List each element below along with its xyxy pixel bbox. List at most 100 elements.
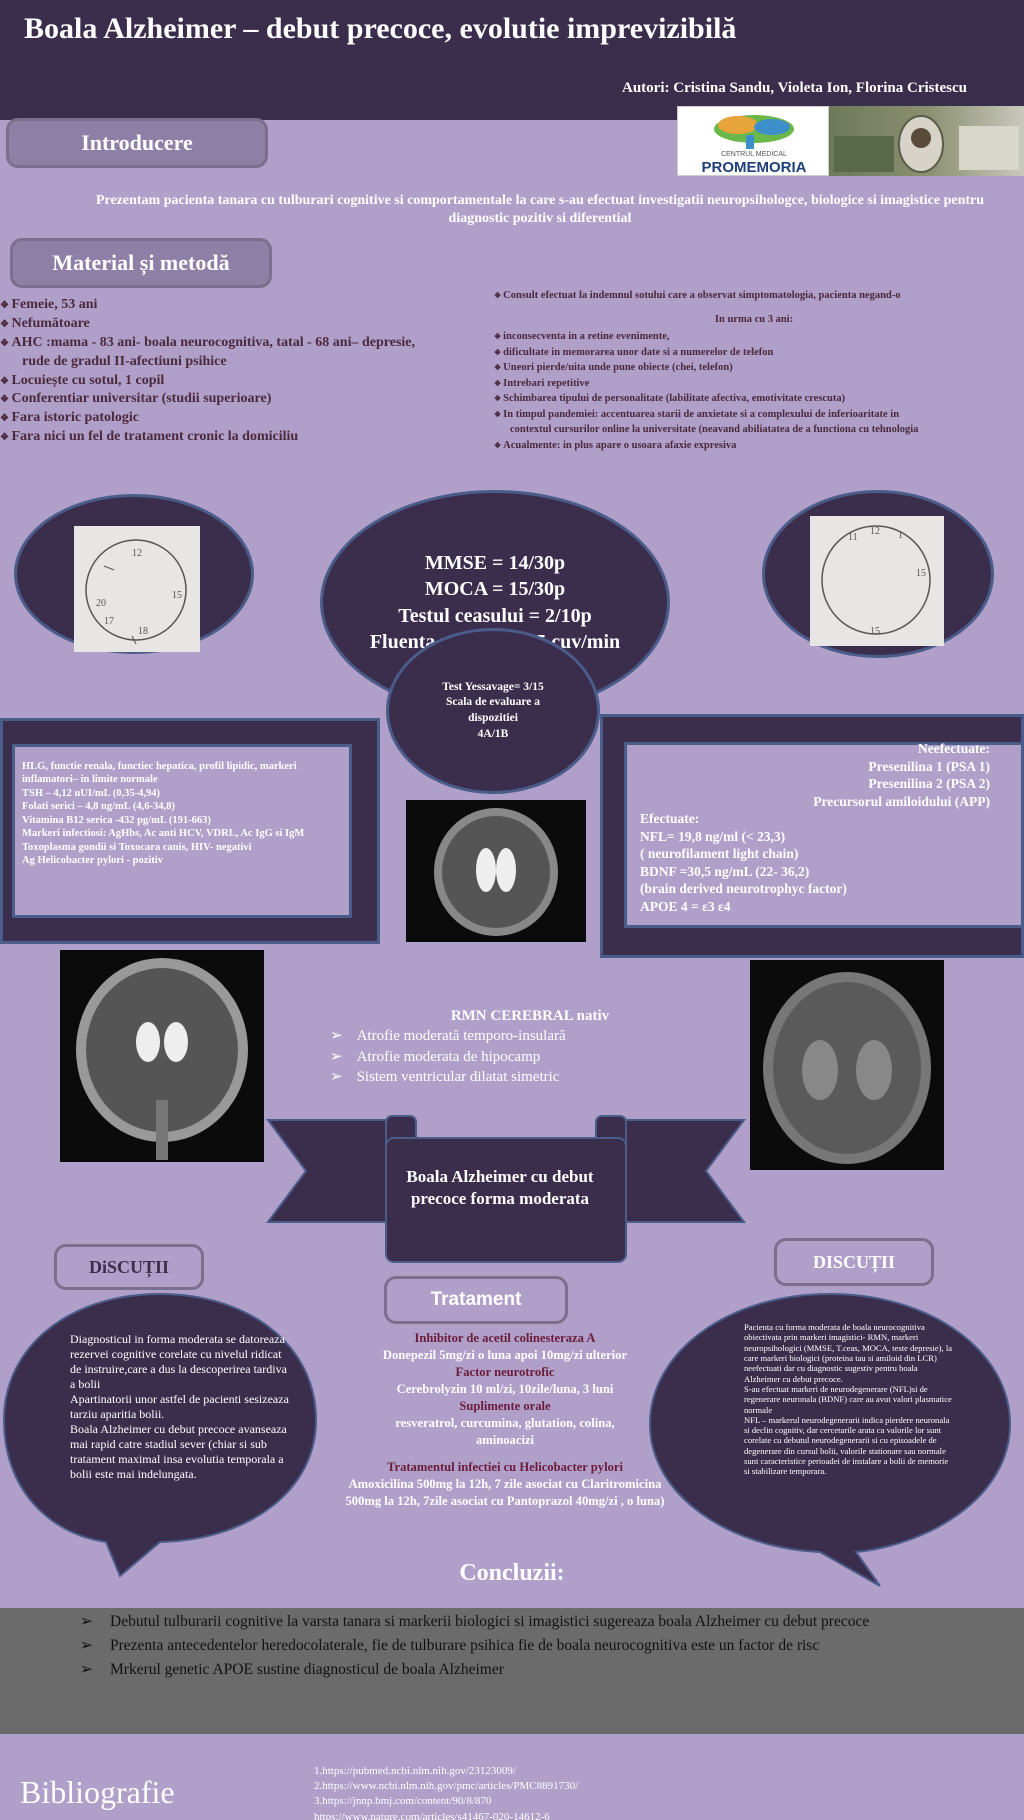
list-item: Conferentiar universitar (studii superio… [0,390,415,409]
lab-line: Markeri infectiosi: AgHbs, Ac anti HCV, … [22,828,305,840]
clock-number: 15 [916,568,926,579]
lab-line: inflamatori– in limite normale [22,774,158,786]
list-item: Intrebari repetitive [494,376,1014,392]
rmn-item: Atrofie moderată temporo-insulară [330,1026,690,1046]
left-clock-drawing: 12 15 20 17 18 [74,526,200,652]
clock-number: 17 [104,616,114,627]
clock-number: 15 [870,626,880,637]
marker-item: ( neurofilament light chain) [640,846,799,862]
markers-inner-panel [624,742,1024,928]
concluzii-list: Debutul tulburarii cognitive la varsta t… [80,1612,900,1684]
list-item: Schimbarea tipului de personalitate (lab… [494,391,1014,407]
clock-number: 11 [848,532,858,543]
discutii-right-text: Pacienta cu forma moderata de boala neur… [744,1322,953,1477]
clock-number: 18 [138,626,148,637]
reference-link[interactable]: 3.https://jnnp.bmj.com/content/90/8/870 [314,1795,492,1808]
marker-item: Precursorul amiloidului (APP) [813,793,990,809]
depression-tests: Test Yessavage= 3/15 Scala de evaluare a… [386,628,600,794]
bibliografie-heading: Bibliografie [20,1774,175,1810]
clock-number: 15 [172,590,182,601]
rmn-item: Atrofie moderata de hipocamp [330,1047,690,1067]
conclusion-item: Debutul tulburarii cognitive la varsta t… [80,1612,900,1632]
efectuate-label: Efectuate: [640,811,700,827]
consult-section: Consult efectuat la indemnul sotului car… [494,288,1014,453]
reference-link[interactable]: 1.https://pubmed.ncbi.nlm.nih.gov/231230… [314,1765,516,1777]
institution-photo [829,106,1024,176]
treatment-class: Tratamentul infectiei cu Helicobacter py… [387,1460,623,1474]
pandemic-continuation: contextul cursurilor online la universit… [510,424,919,436]
mmse-score: MMSE = 14/30p [424,551,566,574]
lab-line: Ag Helicobacter pylori - pozitiv [22,855,163,867]
conclusion-item: Mrkerul genetic APOE sustine diagnosticu… [80,1660,900,1680]
list-item: Nefumătoare [0,315,415,334]
introducere-heading: Introducere [6,118,268,168]
lab-line: HLG, functie renala, functiec hepatica, … [22,761,297,772]
neefectuate-label: Neefectuate: [918,741,990,756]
mri-axial-t2 [406,800,586,942]
mood-scale-label: Scala de evaluare a dispozitiei [445,696,541,724]
material-heading: Material și metodă [10,238,272,288]
title-bar [0,0,1024,120]
list-item: Fara nici un fel de tratament cronic la … [0,428,415,447]
clock-number: 12 [132,548,142,559]
discutii-left-bubble [2,1292,318,1578]
mood-scale-score: 4A/1B [477,727,509,740]
list-item: Acualmente: in plus apare o usoara afaxi… [494,438,1014,454]
authors: Autori: Cristina Sandu, Violeta Ion, Flo… [622,80,968,96]
marker-item: NFL= 19,8 ng/ml (< 23,3) [640,828,786,844]
conclusion-item: Prezenta antecedentelor heredocolaterale… [80,1636,900,1656]
brain-logo-icon [714,115,794,149]
mri-axial-flair [750,960,944,1170]
list-item: inconsecventa in a retine evenimente, [494,329,1014,345]
list-item: Femeie, 53 ani [0,296,415,315]
discutii-left-heading: DiSCUȚII [54,1244,204,1290]
treatment-class: Suplimente orale [459,1399,551,1413]
lab-line: Vitamina B12 serica -432 pg/mL (191-663) [22,814,211,826]
consult-first: Consult efectuat la indemnul sotului car… [494,288,1014,304]
treatment-class: Inhibitor de acetil colinesteraza A [414,1331,596,1345]
moca-score: MOCA = 15/30p [424,578,566,601]
logo-subtitle: CENTRUL MEDICAL [721,151,787,158]
rmn-item: Sistem ventricular dilatat simetric [330,1067,690,1087]
clock-number: 20 [96,598,106,609]
diagnosis-banner [266,1115,746,1263]
rmn-heading: RMN CEREBRAL nativ [450,1008,610,1024]
list-item: AHC :mama - 83 ani- boala neurocognitiva… [0,334,415,372]
tratament-heading: Tratament [384,1276,568,1324]
marker-item: (brain derived neurotrophyc factor) [640,881,847,897]
poster-title: Boala Alzheimer – debut precoce, evoluti… [24,12,737,45]
promemoria-logo: CENTRUL MEDICAL PROMEMORIA [677,106,829,176]
treatment-detail: Donepezil 5mg/zi o luna apoi 10mg/zi ult… [382,1348,628,1362]
labs-inner-panel [12,744,352,918]
list-item: dificultate in memorarea unor date si a … [494,345,1014,361]
biomarkers: Neefectuate: Presenilina 1 (PSA 1) Prese… [640,740,990,915]
marker-item: Presenilina 1 (PSA 1) [868,758,990,774]
discutii-right-heading: DISCUȚII [774,1238,934,1286]
treatment-class: Factor neurotrofic [455,1365,555,1379]
logo-brand: PROMEMORIA [701,159,807,176]
clock-number: 1 [898,530,903,541]
marker-item: BDNF =30,5 ng/mL (22- 36,2) [640,863,810,879]
list-item: Uneori pierde/uita unde pune obiecte (ch… [494,360,1014,376]
marker-item: Presenilina 2 (PSA 2) [868,776,990,792]
treatment-detail: Amoxicilina 500mg la 12h, 7 zile asociat… [345,1477,665,1508]
reference-link[interactable]: https://www.nature.com/articles/s41467-0… [314,1810,550,1820]
diagnosis-text: Boala Alzheimer cu debut precoce forma m… [406,1167,594,1209]
discutii-left-text: Diagnosticul in forma moderata se datore… [70,1332,289,1481]
intro-text: Prezentam pacienta tanara cu tulburari c… [95,193,985,227]
bibliografie-list: 1.https://pubmed.ncbi.nlm.nih.gov/231230… [314,1764,578,1820]
yessavage-score: Test Yessavage= 3/15 [442,680,544,693]
lab-line: Toxoplasma gondii si Toxocara canis, HIV… [22,841,252,853]
clock-number: 12 [870,526,880,537]
rmn-findings: RMN CEREBRAL nativ Atrofie moderată temp… [330,1006,690,1087]
clock-score: Testul ceasului = 2/10p [398,604,592,627]
list-item: In timpul pandemiei: accentuarea starii … [494,407,1014,423]
discutii-right-bubble [648,1292,1012,1587]
reference-link[interactable]: 2.https://www.ncbi.nlm.nih.gov/pmc/artic… [314,1780,579,1793]
tratament-list: Inhibitor de acetil colinesteraza A Done… [340,1330,670,1510]
list-item: Fara istoric patologic [0,409,415,428]
list-item: Locuiește cu sotul, 1 copil [0,372,415,391]
marker-item: APOE 4 = ε3 ε4 [640,898,731,914]
ahc-continuation: rude de gradul II-afectiuni psihice [22,353,227,369]
material-list: Femeie, 53 ani Nefumătoare AHC :mama - 8… [0,296,415,447]
